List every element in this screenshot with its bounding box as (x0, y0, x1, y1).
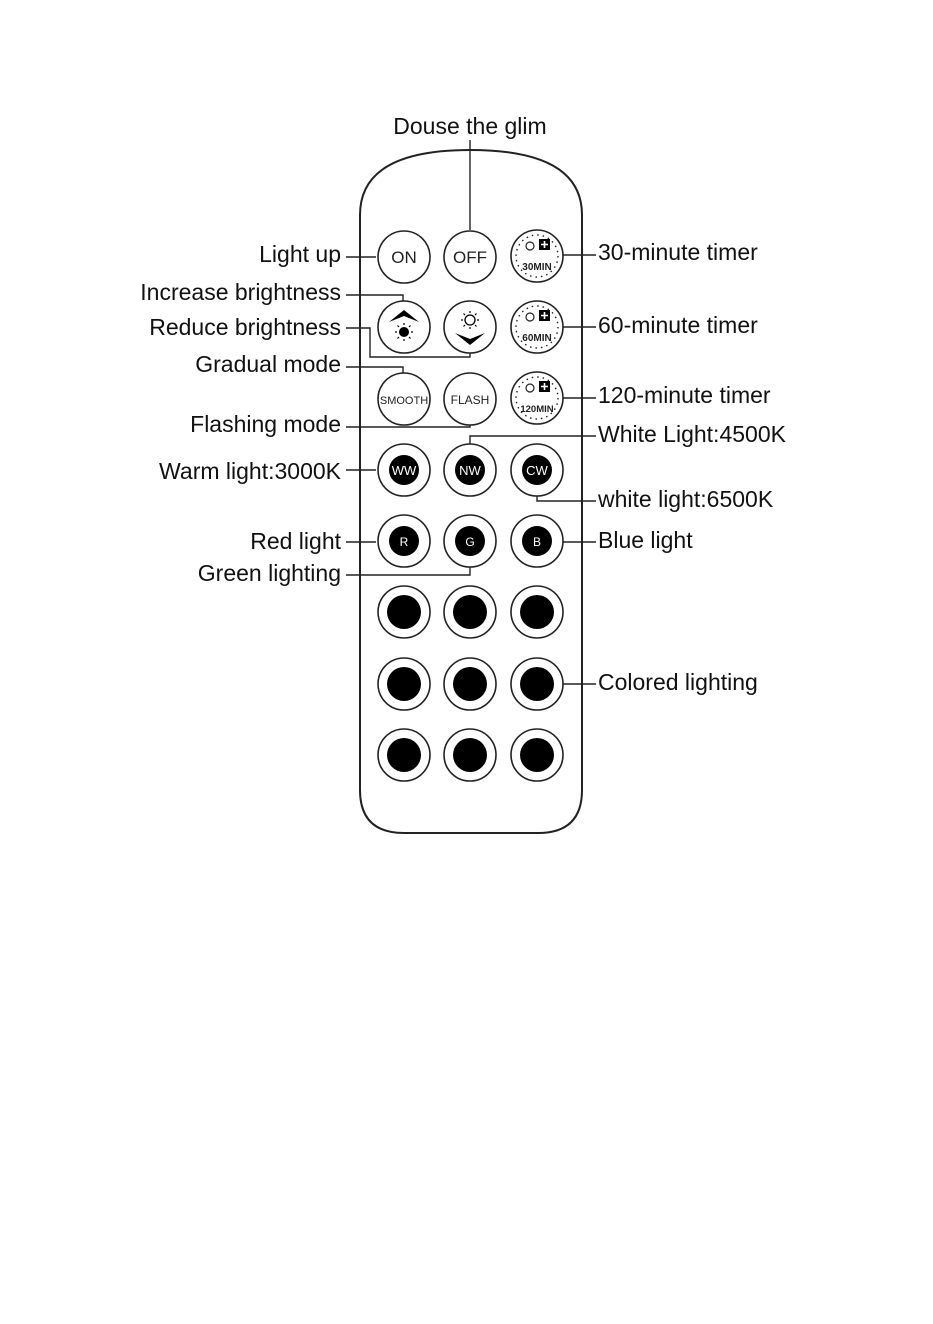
color-button-6[interactable] (511, 658, 563, 710)
red-button-label: R (400, 535, 409, 549)
label-red-light: Red light (250, 528, 341, 554)
label-30-minute-timer: 30-minute timer (598, 239, 758, 265)
color-button-1[interactable] (378, 586, 430, 638)
label-blue-light: Blue light (598, 527, 693, 553)
plus-icon (539, 239, 550, 250)
nw-button[interactable]: NW (444, 444, 496, 496)
label-flashing-mode: Flashing mode (190, 411, 341, 437)
timer-30-label: 30MIN (522, 262, 551, 273)
color-button-5[interactable] (444, 658, 496, 710)
label-light-up: Light up (259, 241, 341, 267)
ww-button-label: WW (392, 463, 417, 478)
brightness-up-button[interactable] (378, 301, 430, 353)
timer-120-label: 120MIN (520, 404, 553, 415)
blue-button-label: B (533, 535, 541, 549)
off-button-label: OFF (453, 248, 487, 267)
label-120-minute-timer: 120-minute timer (598, 382, 771, 408)
cw-button[interactable]: CW (511, 444, 563, 496)
label-60-minute-timer: 60-minute timer (598, 312, 758, 338)
color-button-8[interactable] (444, 729, 496, 781)
plus-icon (539, 381, 550, 392)
ww-button[interactable]: WW (378, 444, 430, 496)
smooth-button-label: SMOOTH (380, 395, 428, 407)
nw-button-label: NW (459, 463, 481, 478)
on-button-label: ON (391, 248, 417, 267)
timer-30-button[interactable]: 30MIN (511, 230, 563, 282)
label-green-lighting: Green lighting (198, 560, 341, 586)
red-button[interactable]: R (378, 515, 430, 567)
timer-120-button[interactable]: 120MIN (511, 372, 563, 424)
color-button-9[interactable] (511, 729, 563, 781)
label-reduce-brightness: Reduce brightness (149, 314, 341, 340)
brightness-down-button[interactable] (444, 301, 496, 353)
label-colored-lighting: Colored lighting (598, 669, 758, 695)
off-button[interactable]: OFF (444, 231, 496, 283)
green-button[interactable]: G (444, 515, 496, 567)
color-button-4[interactable] (378, 658, 430, 710)
label-white-light-6500k: white light:6500K (597, 486, 774, 512)
label-gradual-mode: Gradual mode (195, 351, 341, 377)
label-warm-light: Warm light:3000K (159, 458, 342, 484)
plus-icon (539, 310, 550, 321)
on-button[interactable]: ON (378, 231, 430, 283)
timer-60-button[interactable]: 60MIN (511, 301, 563, 353)
color-button-7[interactable] (378, 729, 430, 781)
flash-button[interactable]: FLASH (444, 373, 496, 425)
smooth-button[interactable]: SMOOTH (378, 373, 430, 425)
cw-button-label: CW (526, 463, 548, 478)
color-button-3[interactable] (511, 586, 563, 638)
blue-button[interactable]: B (511, 515, 563, 567)
label-white-light-4500k: White Light:4500K (598, 421, 787, 447)
flash-button-label: FLASH (451, 393, 490, 407)
timer-60-label: 60MIN (522, 333, 551, 344)
green-button-label: G (465, 535, 474, 549)
label-increase-brightness: Increase brightness (140, 279, 341, 305)
label-douse: Douse the glim (393, 113, 546, 139)
color-button-2[interactable] (444, 586, 496, 638)
